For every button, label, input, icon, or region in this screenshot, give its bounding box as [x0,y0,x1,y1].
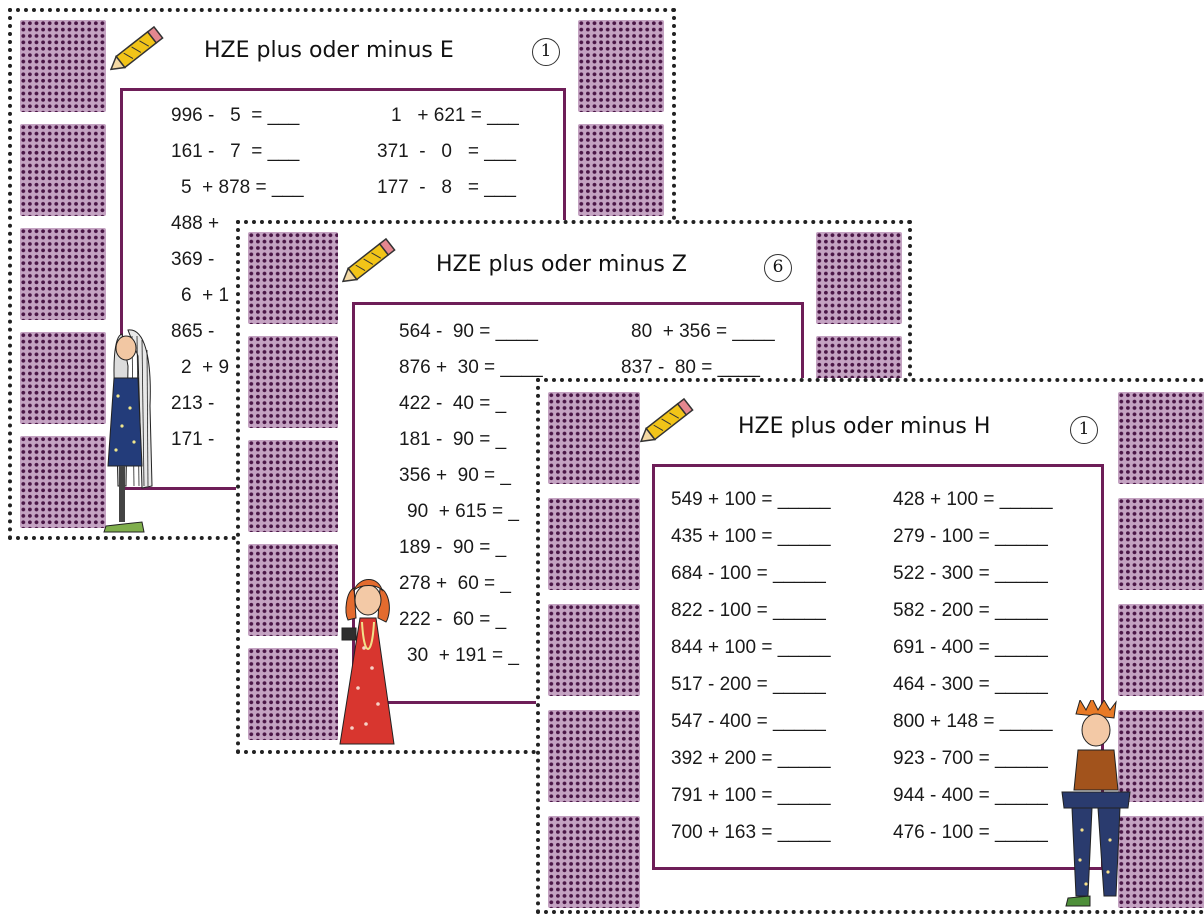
dot-block [248,544,338,636]
problem: 791 + 100 = _____ [671,785,831,806]
pencil-icon [342,237,396,283]
problem: 213 - [171,393,215,414]
problem: 547 - 400 = _____ [671,711,826,732]
problem: 2 + 9 [181,357,230,378]
dot-strip-left [248,232,338,744]
problem: 80 + 356 = ____ [631,321,775,342]
problem: 392 + 200 = _____ [671,748,831,769]
dot-block [816,336,902,386]
problem: 488 + [171,213,220,234]
problem: 691 - 400 = _____ [893,637,1048,658]
problem: 371 - 0 = ___ [377,141,516,162]
problem: 181 - 90 = _ [399,429,507,450]
worksheet-title: HZE plus oder minus H [738,414,991,439]
problem: 90 + 615 = _ [407,501,519,522]
problem: 1 + 621 = ___ [391,105,519,126]
problem: 700 + 163 = _____ [671,822,831,843]
worksheet-number: 1 [532,38,560,66]
worksheet-card-h: HZE plus oder minus H 1 549 + 100 = ____… [536,378,1204,914]
dot-block [578,20,664,112]
problem: 684 - 100 = _____ [671,563,826,584]
dot-block [20,332,106,424]
problem: 865 - [171,321,215,342]
problem: 177 - 8 = ___ [377,177,516,198]
dot-block [248,648,338,740]
dot-block [548,816,640,908]
problem: 996 - 5 = ___ [171,105,300,126]
problem: 161 - 7 = ___ [171,141,300,162]
problem: 800 + 148 = _____ [893,711,1053,732]
dot-block [1118,604,1204,696]
dot-block [20,228,106,320]
dot-strip-right [816,232,902,392]
dot-block [20,20,106,112]
dot-block [548,392,640,484]
dot-strip-right [578,20,664,220]
problem: 564 - 90 = ____ [399,321,538,342]
dot-block [1118,392,1204,484]
problem: 923 - 700 = _____ [893,748,1048,769]
problem: 30 + 191 = _ [407,645,519,666]
problem: 369 - [171,249,215,270]
problem: 522 - 300 = _____ [893,563,1048,584]
dot-block [1118,816,1204,908]
problem: 278 + 60 = _ [399,573,511,594]
problem: 476 - 100 = _____ [893,822,1048,843]
dot-block [20,436,106,528]
dot-block [1118,498,1204,590]
dot-strip-right [1118,392,1204,912]
problem: 356 + 90 = _ [399,465,511,486]
boy-crown-illustration [1061,700,1131,907]
problem: 5 + 878 = ___ [181,177,304,198]
problem: 582 - 200 = _____ [893,600,1048,621]
problem: 279 - 100 = _____ [893,526,1048,547]
problem: 822 - 100 = _____ [671,600,826,621]
dot-block [248,232,338,324]
dot-block [548,710,640,802]
worksheet-title: HZE plus oder minus Z [436,252,687,277]
problem: 876 + 30 = ____ [399,357,543,378]
problem: 837 - 80 = ____ [621,357,760,378]
problem: 189 - 90 = _ [399,537,507,558]
pencil-icon [110,25,164,71]
problem: 464 - 300 = _____ [893,674,1048,695]
girl-long-hair-illustration [103,329,153,533]
problem: 6 + 1 [181,285,230,306]
dot-strip-left [548,392,640,912]
dot-strip-left [20,20,106,530]
dot-block [548,604,640,696]
girl-red-dress-illustration [339,579,395,745]
dot-block [1118,710,1204,802]
pencil-icon [640,397,694,443]
problem: 944 - 400 = _____ [893,785,1048,806]
dot-block [20,124,106,216]
dot-block [248,440,338,532]
problem: 549 + 100 = _____ [671,489,831,510]
problem: 171 - [171,429,215,450]
problem: 435 + 100 = _____ [671,526,831,547]
dot-block [248,336,338,428]
worksheet-number: 1 [1070,416,1098,444]
dot-block [548,498,640,590]
problem: 517 - 200 = _____ [671,674,826,695]
dot-block [578,124,664,216]
problem: 222 - 60 = _ [399,609,507,630]
dot-block [816,232,902,324]
worksheet-number: 6 [764,254,792,282]
worksheet-title: HZE plus oder minus E [204,38,454,63]
problem-panel: 549 + 100 = _____ 428 + 100 = _____ 435 … [652,464,1104,870]
problem: 844 + 100 = _____ [671,637,831,658]
problem: 422 - 40 = _ [399,393,507,414]
problem: 428 + 100 = _____ [893,489,1053,510]
